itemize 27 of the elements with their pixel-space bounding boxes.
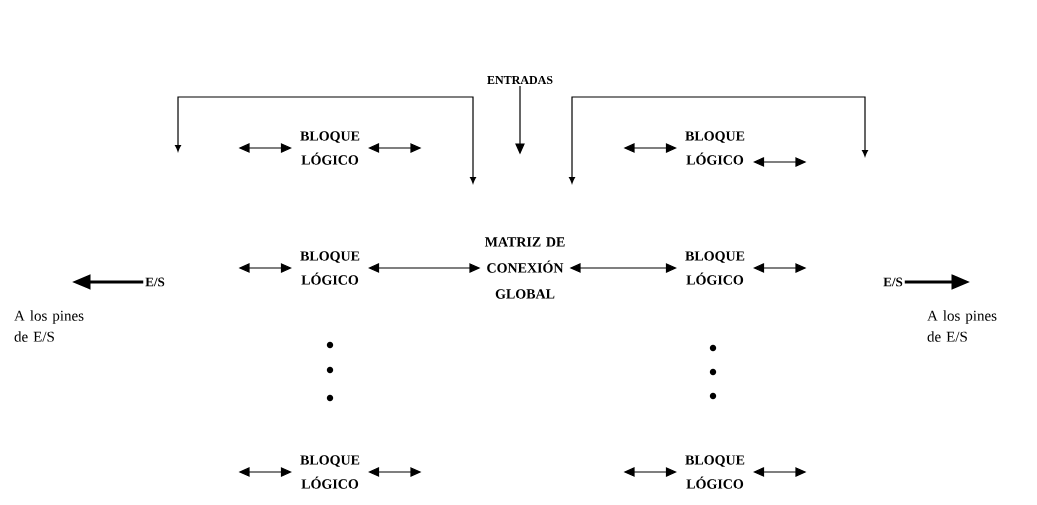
arrow	[515, 85, 525, 155]
arrow	[753, 467, 807, 477]
arrow	[238, 467, 292, 477]
io-label: E/S	[883, 277, 903, 287]
pin-note: A los pines de E/S	[14, 310, 84, 342]
arrow	[368, 263, 481, 273]
arrow	[238, 263, 292, 273]
arrow	[623, 143, 677, 153]
arrow	[569, 263, 677, 273]
arrow	[368, 143, 422, 153]
arrow	[368, 467, 422, 477]
logic-block-label: BLOQUE LÓGICO	[685, 455, 745, 489]
arrow	[903, 275, 970, 289]
arrow	[238, 143, 292, 153]
logic-block-label: BLOQUE LÓGICO	[685, 131, 745, 165]
heading-text: ENTRADAS	[487, 75, 553, 84]
arrow	[72, 275, 145, 289]
logic-block-label: BLOQUE LÓGICO	[300, 251, 360, 285]
logic-block-label: BLOQUE LÓGICO	[300, 131, 360, 165]
arrow	[753, 263, 807, 273]
pin-note: A los pines de E/S	[927, 310, 997, 342]
logic-block-label: BLOQUE LÓGICO	[685, 251, 745, 285]
logic-block-label: BLOQUE LÓGICO	[300, 455, 360, 489]
arrow	[753, 157, 807, 167]
arrow	[623, 467, 677, 477]
io-label: E/S	[145, 277, 165, 287]
interconnect-matrix-label: MATRIZ DE CONEXIÓN GLOBAL	[484, 237, 565, 299]
